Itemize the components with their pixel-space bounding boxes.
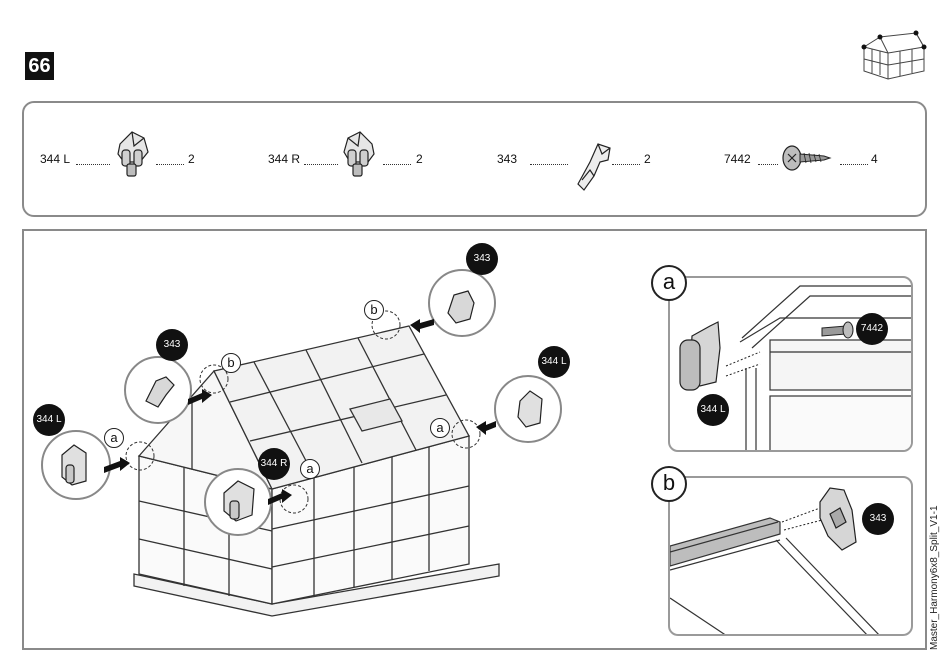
part-badge-344r: 344 R <box>258 448 290 480</box>
callout-label-b: b <box>221 353 241 373</box>
part-qty-344r: 2 <box>416 152 423 166</box>
leader-dots <box>612 164 640 165</box>
screw-icon <box>780 142 832 174</box>
detail-panel-a <box>668 276 913 452</box>
document-code: Master_Harmony6x8_Split_V1-1 <box>929 505 940 650</box>
part-badge-344l: 344 L <box>33 404 65 436</box>
part-code-7442: 7442 <box>724 152 751 166</box>
part-code-344r: 344 R <box>268 152 300 166</box>
leader-dots <box>156 164 184 165</box>
part-qty-343: 2 <box>644 152 651 166</box>
detail-panel-b <box>668 476 913 636</box>
step-number: 66 <box>25 52 54 80</box>
leader-dots <box>530 164 568 165</box>
part-qty-344l: 2 <box>188 152 195 166</box>
leader-dots <box>76 164 110 165</box>
ridge-cap-icon <box>572 140 614 192</box>
part-badge-344l: 344 L <box>538 346 570 378</box>
leader-dots <box>840 164 868 165</box>
leader-dots <box>383 164 411 165</box>
part-badge-343: 343 <box>156 329 188 361</box>
part-badge-343: 343 <box>466 243 498 275</box>
part-qty-7442: 4 <box>871 152 878 166</box>
part-badge-344l: 344 L <box>697 394 729 426</box>
detail-a-illustration <box>670 278 913 452</box>
callout-label-a: a <box>430 418 450 438</box>
part-badge-343: 343 <box>862 503 894 535</box>
detail-b-illustration <box>670 478 913 636</box>
leader-dots <box>304 164 338 165</box>
callout-label-a: a <box>104 428 124 448</box>
corner-connector-left-icon <box>110 128 155 180</box>
detail-letter-a: a <box>651 265 687 301</box>
detail-letter-b: b <box>651 466 687 502</box>
part-badge-7442: 7442 <box>856 313 888 345</box>
leader-dots <box>758 164 778 165</box>
part-code-344l: 344 L <box>40 152 70 166</box>
corner-connector-right-icon <box>336 128 381 180</box>
part-code-343: 343 <box>497 152 517 166</box>
callout-label-b: b <box>364 300 384 320</box>
callout-label-a: a <box>300 459 320 479</box>
greenhouse-thumbnail-icon <box>858 25 928 83</box>
